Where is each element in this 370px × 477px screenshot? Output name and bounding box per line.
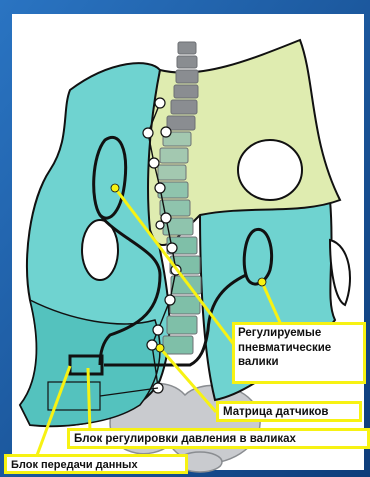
hole-upper-right [238, 140, 302, 200]
label-data-unit: Блок передачи данных [4, 454, 188, 474]
label-rollers-line1: Регулируемые [238, 326, 360, 341]
label-pneumatic-rollers: Регулируемые пневматические валики [232, 322, 366, 384]
label-sensor-matrix: Матрица датчиков [216, 401, 362, 422]
label-pressure-unit: Блок регулировки давления в валиках [67, 428, 370, 449]
label-rollers-line2: пневматические [238, 341, 360, 356]
label-rollers-line3: валики [238, 355, 360, 370]
